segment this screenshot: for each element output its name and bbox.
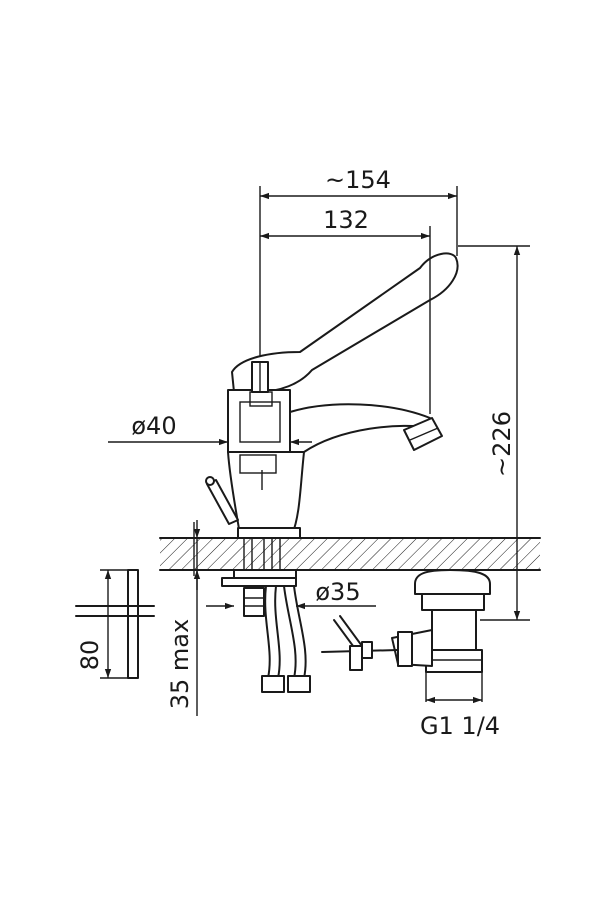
dim-label-body-diameter: ø40 <box>131 412 176 440</box>
countertop <box>159 537 541 571</box>
dim-label-hole-diameter: ø35 <box>315 578 360 606</box>
waste-plug <box>414 569 491 595</box>
dim-label-waste-thread: G1 1/4 <box>420 712 500 740</box>
dim-label-deck-thickness: 35 max <box>166 619 194 709</box>
flexible-hose <box>264 585 271 679</box>
flexible-hose <box>283 585 297 679</box>
pop-up-waste <box>321 569 491 673</box>
side-detail <box>75 569 155 679</box>
extension-lines <box>193 186 530 702</box>
dim-label-waste-height: 80 <box>76 640 104 671</box>
mixer-tap <box>205 252 459 693</box>
fixing-nut <box>243 587 265 617</box>
lever-handle <box>231 252 459 393</box>
dim-label-overall-height: ~226 <box>488 411 516 477</box>
threaded-shank <box>233 569 297 579</box>
dim-label-spout-reach: 132 <box>323 206 369 234</box>
dim-label-overall-width: ~154 <box>325 166 391 194</box>
cartridge-housing <box>227 389 291 453</box>
